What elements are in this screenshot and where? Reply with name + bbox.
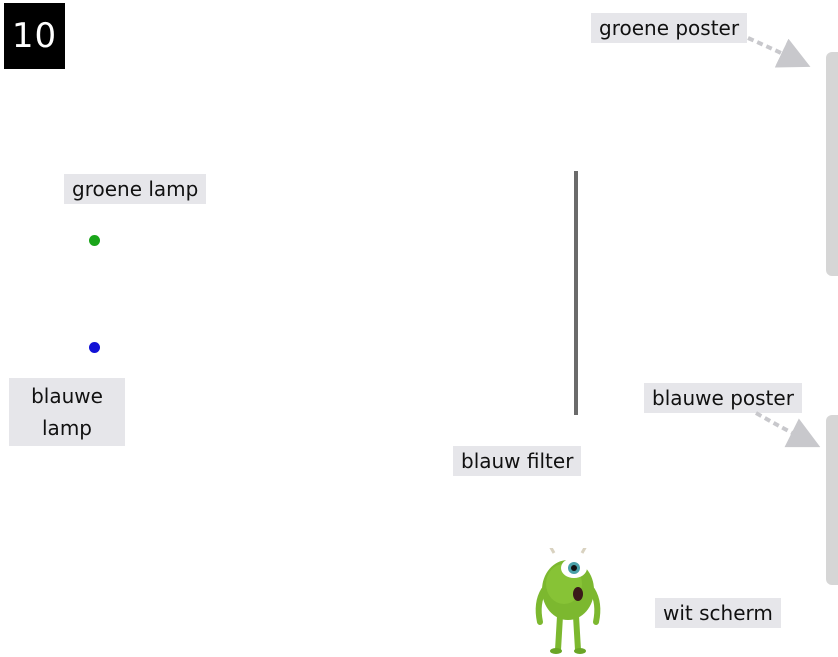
green-lamp-dot <box>89 235 100 246</box>
blue-filter-bar <box>574 171 578 415</box>
blue-filter-label: blauw filter <box>453 446 582 476</box>
slide-number-badge: 10 <box>4 3 65 69</box>
blue-poster-label: blauwe poster <box>644 383 802 413</box>
green-poster-label: groene poster <box>591 13 748 43</box>
blue-lamp-label: blauwe lamp <box>9 378 125 446</box>
blue-poster-arrow <box>755 411 821 448</box>
green-poster-arrow <box>747 36 811 68</box>
green-lamp-label: groene lamp <box>64 174 207 204</box>
blue-lamp-dot <box>89 342 100 353</box>
green-poster <box>826 52 838 276</box>
white-screen-label: wit scherm <box>655 598 781 628</box>
blue-poster <box>826 415 838 585</box>
one-eyed-green-monster-icon <box>535 548 601 654</box>
